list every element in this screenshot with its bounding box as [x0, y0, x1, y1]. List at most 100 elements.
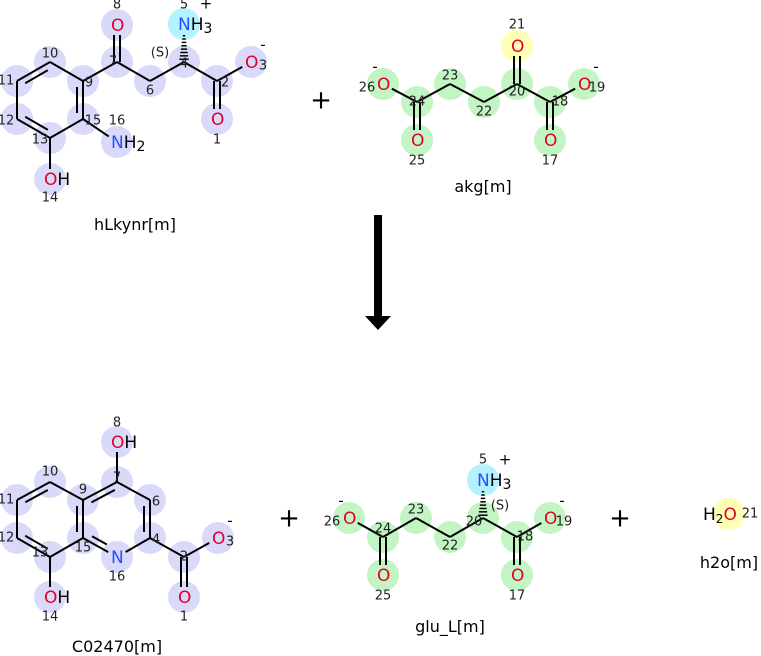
- atom-label: O: [411, 131, 424, 151]
- single-bond: [391, 87, 418, 103]
- charge-label: +: [200, 0, 213, 13]
- single-bond: [416, 83, 451, 103]
- aromatic-bond: [24, 115, 49, 131]
- aromatic-bond: [91, 535, 108, 546]
- hydrogen-count: 2: [716, 512, 724, 526]
- hydrogen-label: H: [124, 433, 137, 453]
- atom-number: 8: [113, 416, 121, 431]
- atom-number: 17: [509, 589, 526, 604]
- atom-label: O: [511, 37, 524, 57]
- atom-label: O: [178, 588, 191, 608]
- atom-label: N: [111, 548, 124, 568]
- atom-number: 19: [556, 515, 573, 530]
- element-symbol: N: [178, 15, 191, 35]
- aromatic-bond: [24, 534, 49, 550]
- atom-number: 21: [509, 18, 526, 33]
- atom-number: 2: [221, 76, 229, 91]
- atom-label: NH3: [477, 471, 511, 493]
- molecule-hlkynrm[interactable]: O12O-3(S)4NH3+567O8910111213OH1415NH216h…: [0, 0, 267, 234]
- atom-highlight: [501, 30, 533, 62]
- single-bond: [415, 517, 451, 538]
- molecule-name: h2o[m]: [700, 553, 758, 572]
- atom-label: O: [544, 131, 557, 151]
- single-bond: [125, 537, 151, 553]
- single-bond: [183, 61, 218, 82]
- element-symbol: N: [111, 133, 124, 153]
- charge-label: -: [559, 492, 564, 510]
- single-bond: [16, 537, 51, 558]
- element-symbol: O: [377, 566, 390, 586]
- atom-number: 25: [409, 154, 426, 169]
- atom-number: 15: [75, 541, 92, 556]
- atom-number: 9: [79, 483, 87, 498]
- atom-label: O: [343, 509, 356, 529]
- element-symbol: O: [723, 505, 736, 525]
- atom-number: 10: [42, 47, 59, 62]
- atom-highlight: [34, 163, 66, 195]
- atom-highlight: [713, 498, 745, 530]
- molecule-name: C02470[m]: [72, 637, 162, 656]
- atom-label: O: [544, 509, 557, 529]
- hydrogen-label: H: [191, 15, 204, 35]
- charge-label: -: [260, 36, 265, 54]
- atom-number: 11: [0, 74, 14, 89]
- atom-number: 14: [42, 191, 59, 206]
- element-symbol: O: [544, 131, 557, 151]
- single-bond: [49, 481, 84, 501]
- plus-sign: +: [609, 504, 631, 534]
- atom-highlight: [333, 502, 365, 534]
- atom-number: 20: [509, 85, 526, 100]
- atom-number: 5: [180, 0, 188, 13]
- atom-highlight: [201, 103, 233, 135]
- atom-number: 4: [180, 57, 188, 72]
- bond-layer: [16, 34, 576, 587]
- element-symbol: O: [411, 131, 424, 151]
- aromatic-bond: [24, 69, 49, 85]
- molecule-name: glu_L[m]: [415, 617, 485, 637]
- atom-number: 26: [324, 515, 341, 530]
- atom-highlight: [534, 502, 566, 534]
- element-symbol: O: [343, 509, 356, 529]
- atom-number: 17: [542, 154, 559, 169]
- atom-number: 21: [742, 507, 759, 522]
- atom-number: 22: [476, 105, 493, 120]
- aromatic-bond: [24, 489, 49, 504]
- atom-number: 2: [180, 550, 188, 565]
- atom-number: 12: [0, 531, 14, 546]
- element-symbol: O: [111, 433, 124, 453]
- atom-number: 18: [517, 530, 534, 545]
- hydrogen-count: 3: [204, 21, 213, 37]
- single-bond: [82, 118, 110, 138]
- atom-number: 16: [109, 570, 126, 585]
- stereo-label: (S): [491, 499, 509, 514]
- atom-label: O: [511, 566, 524, 586]
- highlight-layer: [1, 8, 745, 613]
- atom-number: 18: [552, 95, 569, 110]
- atom-label: O: [578, 75, 591, 95]
- plus-sign: +: [310, 86, 332, 116]
- atom-highlight: [235, 46, 267, 78]
- single-bond: [483, 83, 518, 103]
- atom-number: 15: [85, 114, 102, 129]
- atom-label: OH: [44, 170, 70, 190]
- charge-label: +: [499, 451, 512, 469]
- atom-number: 13: [32, 546, 49, 561]
- atom-number: 25: [375, 589, 392, 604]
- atom-number: 12: [0, 114, 14, 129]
- atom-highlight: [101, 426, 133, 458]
- single-bond: [216, 66, 243, 82]
- single-bond: [49, 61, 84, 82]
- single-bond: [82, 481, 118, 501]
- element-symbol: O: [44, 588, 57, 608]
- single-bond: [149, 61, 185, 82]
- atom-highlight: [168, 8, 200, 40]
- atom-highlight: [34, 581, 66, 613]
- charge-label: -: [338, 492, 343, 510]
- atom-number: 5: [479, 453, 487, 468]
- plus-sign: +: [278, 504, 300, 534]
